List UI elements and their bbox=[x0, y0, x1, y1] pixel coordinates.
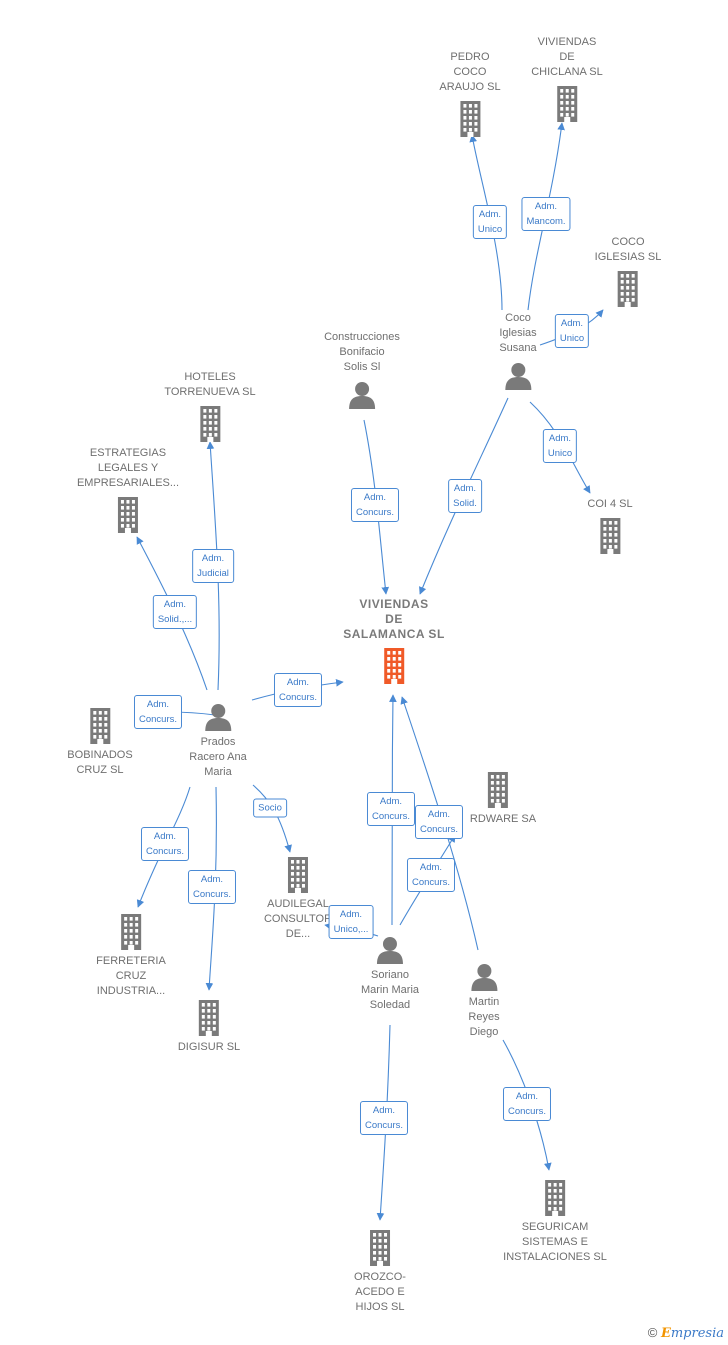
relationship-label[interactable]: Adm. Concurs. bbox=[140, 827, 190, 861]
company-node-viviendas-chiclana[interactable]: VIVIENDAS DE CHICLANA SL bbox=[531, 35, 603, 122]
building-icon bbox=[595, 271, 662, 307]
node-label: FERRETERIA CRUZ INDUSTRIA... bbox=[96, 955, 166, 997]
person-node-soriano[interactable]: Soriano Marin Maria Soledad bbox=[361, 936, 419, 1013]
node-label: COI 4 SL bbox=[587, 498, 633, 510]
node-label: Coco Iglesias Susana bbox=[499, 312, 537, 354]
relationship-label[interactable]: Adm. Mancom. bbox=[521, 197, 571, 231]
node-label: Martin Reyes Diego bbox=[468, 996, 500, 1038]
building-icon bbox=[439, 101, 500, 137]
relationship-label[interactable]: Adm. Unico bbox=[542, 429, 578, 463]
company-node-estrategias[interactable]: ESTRATEGIAS LEGALES Y EMPRESARIALES... bbox=[77, 446, 179, 533]
relationship-label[interactable]: Adm. Solid. bbox=[448, 479, 482, 513]
node-label: VIVIENDAS DE SALAMANCA SL bbox=[343, 597, 445, 641]
company-node-digisur[interactable]: DIGISUR SL bbox=[178, 1000, 240, 1055]
relationship-label[interactable]: Adm. Concurs. bbox=[502, 1087, 552, 1121]
person-node-construcciones[interactable]: Construcciones Bonifacio Solis Sl bbox=[324, 330, 400, 409]
node-label: COCO IGLESIAS SL bbox=[594, 236, 662, 263]
node-label: Soriano Marin Maria Soledad bbox=[360, 969, 420, 1011]
relationship-label[interactable]: Adm. Concurs. bbox=[406, 858, 456, 892]
building-icon bbox=[503, 1180, 607, 1216]
relationship-label[interactable]: Adm. Concurs. bbox=[133, 695, 183, 729]
relationship-label[interactable]: Adm. Concurs. bbox=[350, 488, 400, 522]
relationship-label[interactable]: Adm. Solid.,... bbox=[152, 595, 198, 629]
relationship-label[interactable]: Adm. Unico bbox=[554, 314, 590, 348]
person-icon bbox=[361, 936, 419, 964]
building-icon bbox=[77, 497, 179, 533]
relationship-label[interactable]: Adm. Judicial bbox=[192, 549, 234, 583]
relationship-label[interactable]: Adm. Unico bbox=[472, 205, 508, 239]
person-icon bbox=[468, 963, 499, 991]
company-node-coi4[interactable]: COI 4 SL bbox=[587, 497, 633, 554]
person-icon bbox=[324, 381, 400, 409]
building-icon bbox=[587, 518, 632, 554]
node-label: ESTRATEGIAS LEGALES Y EMPRESARIALES... bbox=[76, 447, 180, 489]
relationship-label[interactable]: Adm. Unico,... bbox=[328, 905, 374, 939]
relationship-label[interactable]: Adm. Concurs. bbox=[273, 673, 323, 707]
building-icon bbox=[531, 86, 603, 122]
copyright-symbol: © bbox=[647, 1325, 658, 1340]
building-icon bbox=[67, 708, 132, 744]
company-node-hardware[interactable]: RDWARE SA bbox=[460, 772, 536, 827]
company-node-viviendas-salamanca[interactable]: VIVIENDAS DE SALAMANCA SL bbox=[343, 597, 445, 684]
building-icon bbox=[460, 772, 536, 808]
building-icon bbox=[343, 648, 445, 684]
relationship-label[interactable]: Adm. Concurs. bbox=[414, 805, 464, 839]
node-label: OROZCO- ACEDO E HIJOS SL bbox=[354, 1271, 406, 1313]
building-icon bbox=[264, 857, 332, 893]
building-icon bbox=[354, 1230, 406, 1266]
node-label: SEGURICAM SISTEMAS E INSTALACIONES SL bbox=[503, 1221, 607, 1263]
relationship-label[interactable]: Adm. Concurs. bbox=[187, 870, 237, 904]
node-label: PEDRO COCO ARAUJO SL bbox=[439, 51, 501, 93]
node-label: VIVIENDAS DE CHICLANA SL bbox=[531, 36, 603, 78]
node-label: Construcciones Bonifacio Solis Sl bbox=[324, 331, 400, 373]
building-icon bbox=[178, 1000, 240, 1036]
person-node-coco-iglesias-susana[interactable]: Coco Iglesias Susana bbox=[499, 311, 537, 390]
company-node-coco-iglesias-sl[interactable]: COCO IGLESIAS SL bbox=[594, 235, 662, 307]
person-icon bbox=[499, 362, 536, 390]
company-node-bobinados[interactable]: BOBINADOS CRUZ SL bbox=[67, 708, 133, 778]
building-icon bbox=[164, 406, 255, 442]
company-node-audilegal[interactable]: AUDILEGAL CONSULTOR DE... bbox=[264, 857, 332, 942]
footer-brand: © Empresia bbox=[648, 1325, 724, 1341]
empresia-logo[interactable]: Empresia bbox=[660, 1326, 724, 1341]
node-label: AUDILEGAL CONSULTOR DE... bbox=[263, 898, 333, 940]
relationship-label[interactable]: Adm. Concurs. bbox=[366, 792, 416, 826]
company-node-seguricam[interactable]: SEGURICAM SISTEMAS E INSTALACIONES SL bbox=[503, 1180, 607, 1265]
relationship-edge bbox=[205, 786, 217, 991]
person-node-martin[interactable]: Martin Reyes Diego bbox=[468, 963, 500, 1040]
company-node-orozco[interactable]: OROZCO- ACEDO E HIJOS SL bbox=[354, 1230, 406, 1315]
relationship-edge bbox=[252, 784, 292, 853]
node-label: Prados Racero Ana Maria bbox=[189, 736, 247, 778]
relationship-label[interactable]: Adm. Concurs. bbox=[359, 1101, 409, 1135]
person-node-prados[interactable]: Prados Racero Ana Maria bbox=[189, 703, 247, 780]
relationship-label[interactable]: Socio bbox=[253, 798, 287, 818]
node-label: BOBINADOS CRUZ SL bbox=[67, 749, 133, 776]
node-label: RDWARE SA bbox=[469, 813, 537, 825]
company-node-hoteles[interactable]: HOTELES TORRENUEVA SL bbox=[164, 370, 256, 442]
node-label: HOTELES TORRENUEVA SL bbox=[164, 371, 256, 398]
company-node-ferreteria[interactable]: FERRETERIA CRUZ INDUSTRIA... bbox=[96, 914, 166, 999]
company-node-pedro-coco[interactable]: PEDRO COCO ARAUJO SL bbox=[439, 50, 501, 137]
building-icon bbox=[96, 914, 166, 950]
person-icon bbox=[189, 703, 246, 731]
node-label: DIGISUR SL bbox=[177, 1041, 241, 1053]
